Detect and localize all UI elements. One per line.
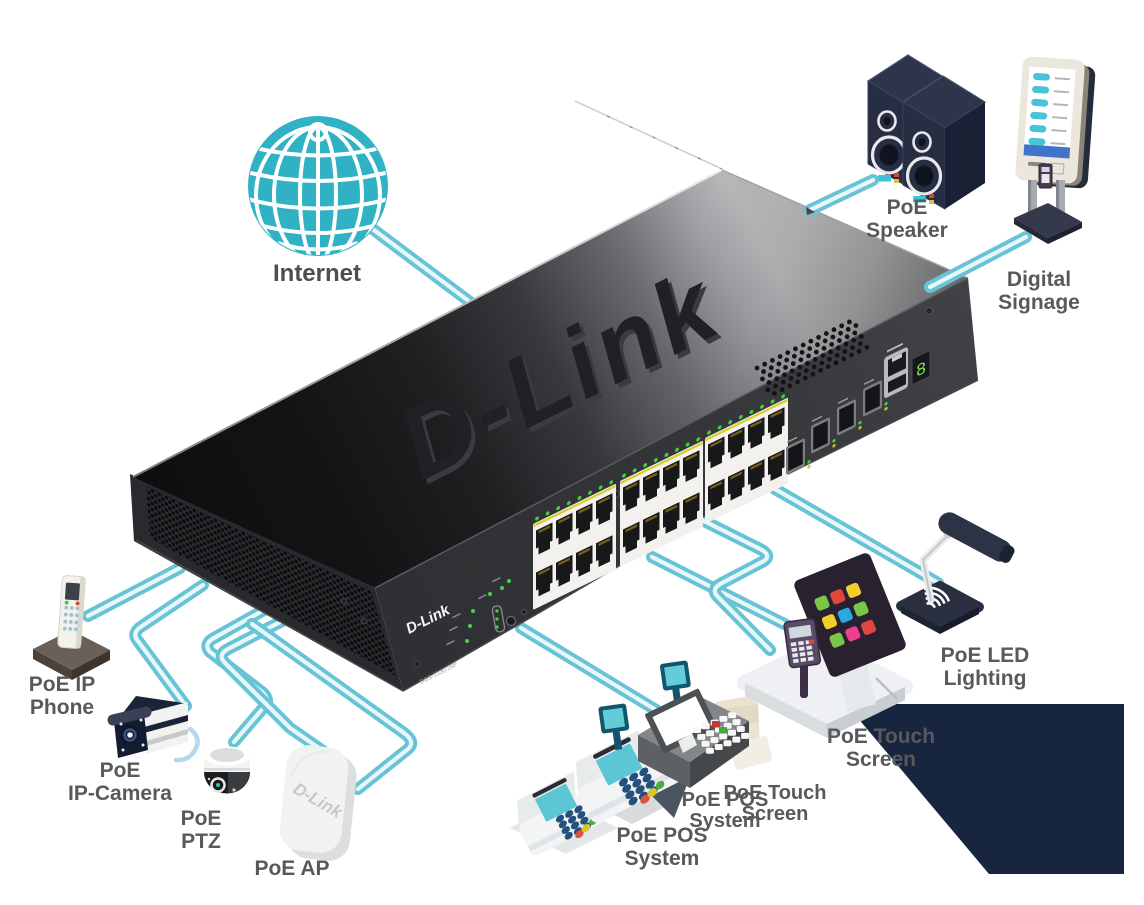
svg-text:Internet: Internet <box>273 260 361 287</box>
svg-text:PoE AP: PoE AP <box>254 857 329 880</box>
svg-text:8: 8 <box>916 359 926 383</box>
